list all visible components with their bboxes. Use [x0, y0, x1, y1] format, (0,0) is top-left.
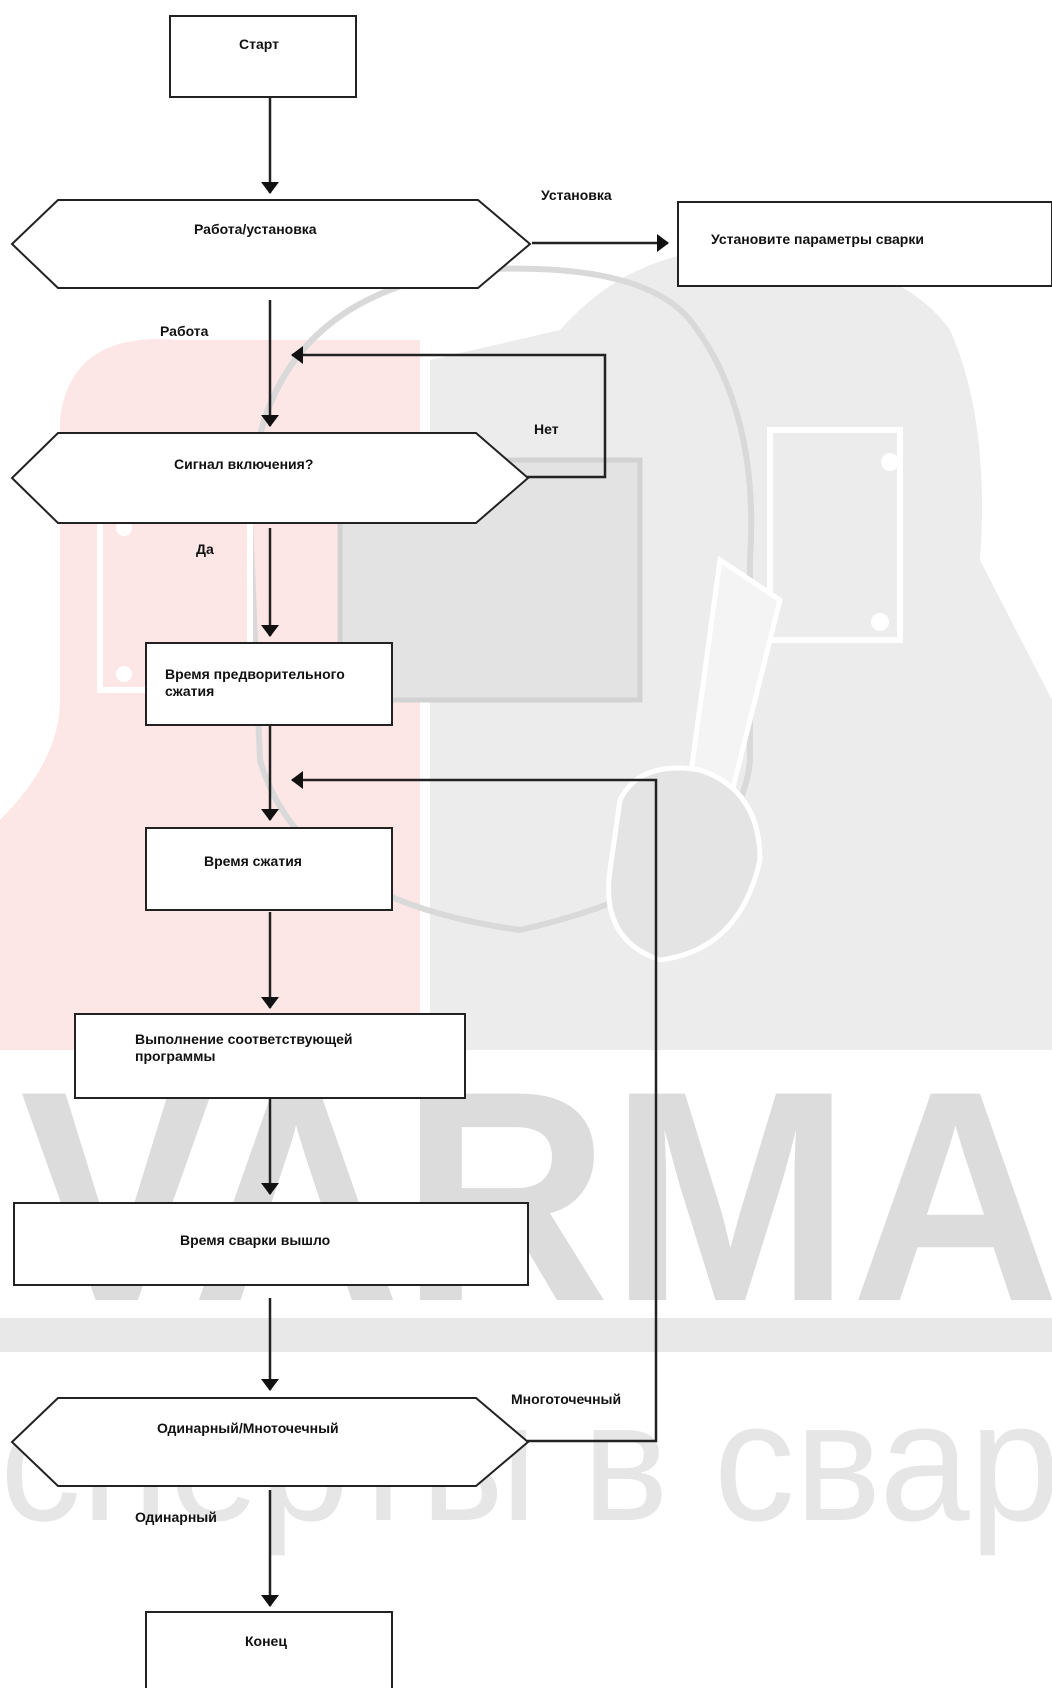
edge-label-multipoint: Многоточечный: [511, 1391, 621, 1407]
watermark-rivet: [116, 666, 132, 682]
flowchart-nodes: [10, 15, 1052, 1693]
edge-signal-no-loop: [291, 346, 607, 479]
node-set-params: [677, 201, 1052, 287]
edge-multipoint-loop: [291, 771, 658, 1443]
label-single-multi: Одинарный/Мноточечный: [157, 1420, 339, 1436]
label-end: Конец: [245, 1633, 287, 1649]
label-set-params: Установите параметры сварки: [711, 231, 924, 247]
edge-labels: Установка Работа Нет Да Многоточечный Од…: [135, 187, 621, 1525]
edge-label-work: Работа: [160, 323, 209, 339]
node-weld-over: [13, 1202, 529, 1286]
label-pre-squeeze-1: Время предворительного: [165, 666, 345, 682]
label-pre-squeeze-2: сжатия: [165, 683, 214, 699]
node-mode-decision: [10, 199, 532, 289]
label-squeeze-time: Время сжатия: [204, 853, 302, 869]
node-labels: Старт Работа/установка Установите параме…: [135, 36, 924, 1649]
node-start: [169, 15, 357, 98]
watermark-side-plate: [767, 427, 903, 643]
label-weld-over: Время сварки вышло: [180, 1232, 330, 1248]
node-single-multi: [10, 1397, 530, 1487]
watermark-helmet-outline: [246, 265, 755, 934]
watermark-rivet: [871, 613, 889, 631]
flowchart-edges: [261, 98, 669, 1607]
watermark-hand: [606, 765, 763, 963]
node-start-signal: [10, 432, 530, 524]
node-pre-squeeze: [145, 642, 393, 726]
node-end: [145, 1611, 393, 1693]
node-program: [74, 1013, 466, 1099]
edge-label-no: Нет: [534, 421, 559, 437]
label-start: Старт: [239, 36, 279, 52]
edge-label-setup: Установка: [541, 187, 612, 203]
edge-label-yes: Да: [196, 541, 214, 557]
edge-label-single: Одинарный: [135, 1509, 217, 1525]
label-mode-decision: Работа/установка: [194, 221, 317, 237]
label-program-1: Выполнение соответствующей: [135, 1031, 353, 1047]
watermark-rivet: [881, 453, 899, 471]
label-start-signal: Сигнал включения?: [174, 456, 313, 472]
watermark-band: [0, 1318, 1052, 1352]
label-program-2: программы: [135, 1048, 215, 1064]
node-squeeze-time: [145, 827, 393, 911]
